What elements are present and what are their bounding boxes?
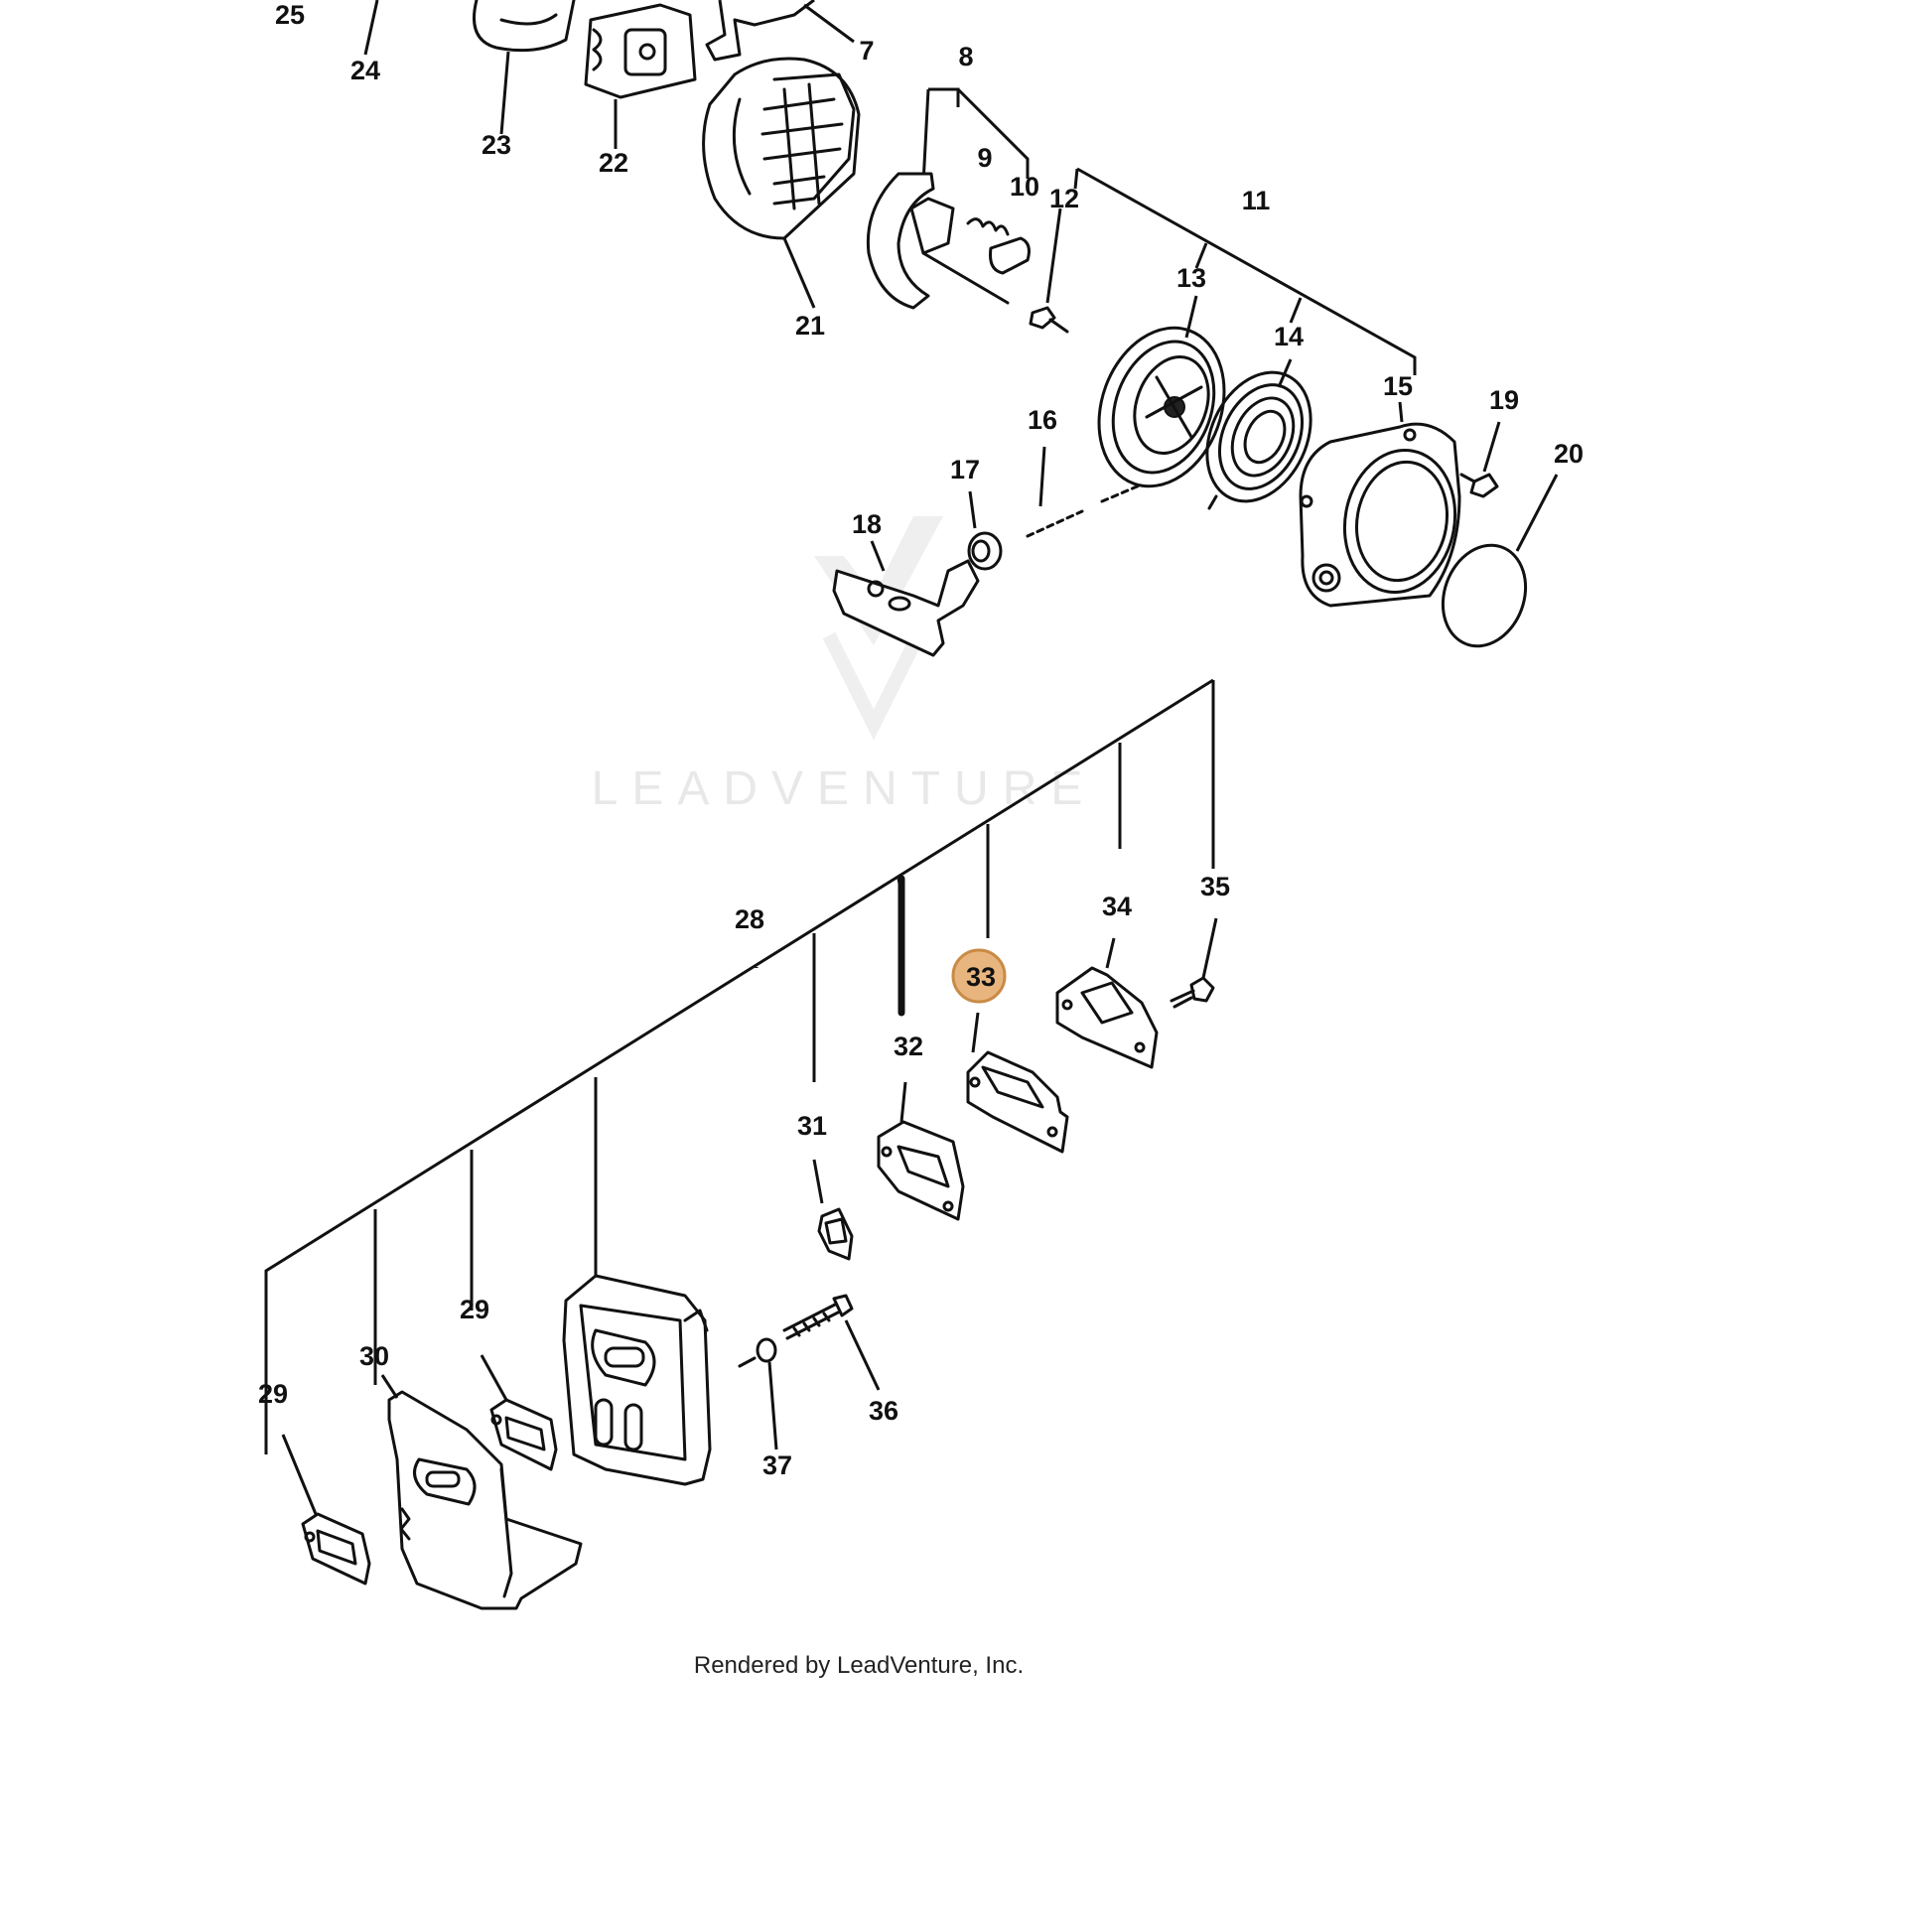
part-19-bolt[interactable] (1459, 473, 1499, 498)
label-32[interactable]: 32 (894, 1032, 923, 1061)
part-30-heat-shield[interactable] (387, 1390, 583, 1610)
label-9[interactable]: 9 (977, 143, 992, 173)
label-34[interactable]: 34 (1102, 892, 1132, 921)
part-29-upper-gasket[interactable] (489, 1398, 558, 1471)
label-15[interactable]: 15 (1383, 371, 1413, 401)
label-18[interactable]: 18 (852, 509, 882, 539)
part-32-gasket[interactable] (877, 1120, 965, 1221)
label-31[interactable]: 31 (797, 1111, 827, 1141)
label-14[interactable]: 14 (1274, 322, 1304, 351)
label-10[interactable]: 10 (1010, 172, 1039, 202)
bracket-11-drops (1194, 242, 1303, 324)
leader-7 (803, 3, 855, 44)
label-19[interactable]: 19 (1489, 385, 1519, 415)
leader-14 (1277, 358, 1293, 388)
part-16-starter-rope[interactable] (1026, 483, 1144, 538)
part-33-plate[interactable] (966, 1050, 1069, 1154)
bracket-8 (921, 87, 1030, 185)
leader-29-lower (281, 1434, 318, 1515)
label-20[interactable]: 20 (1554, 439, 1584, 469)
label-33[interactable]: 33 (966, 962, 996, 992)
part-29-lower-gasket[interactable] (301, 1512, 371, 1586)
leader-12 (1045, 207, 1062, 304)
part-13-rope-pulley[interactable] (1078, 310, 1246, 503)
label-37[interactable]: 37 (762, 1450, 792, 1480)
label-8[interactable]: 8 (958, 42, 973, 71)
label-11[interactable]: 11 (1242, 186, 1271, 215)
leader-21 (782, 237, 816, 309)
leader-16 (1038, 446, 1046, 507)
label-7[interactable]: 7 (859, 36, 874, 66)
label-13[interactable]: 13 (1176, 263, 1206, 293)
part-22-module[interactable] (584, 3, 697, 99)
part-21-flywheel[interactable] (702, 57, 861, 240)
part-15-starter-housing[interactable] (1299, 422, 1466, 608)
leader-32 (899, 1081, 907, 1123)
label-25[interactable]: 25 (275, 0, 305, 30)
leader-35 (1201, 917, 1218, 979)
label-22[interactable]: 22 (599, 148, 628, 178)
leader-18 (870, 540, 886, 572)
leader-24 (363, 0, 379, 56)
label-16[interactable]: 16 (1028, 405, 1057, 435)
leadventure-watermark: LEADVENTURE (592, 516, 1097, 815)
leader-31 (812, 1159, 824, 1204)
part-18-starter-handle[interactable] (832, 559, 980, 657)
label-21[interactable]: 21 (795, 311, 825, 341)
part-muffler-body[interactable] (562, 1274, 712, 1486)
part-number-labels: 25 24 23 22 7 8 9 10 12 11 13 14 15 19 2… (258, 0, 1584, 1480)
leader-13 (1184, 295, 1198, 339)
label-28[interactable]: 28 (735, 904, 764, 934)
part-23-drum[interactable] (473, 0, 576, 53)
label-30[interactable]: 30 (359, 1341, 389, 1371)
part-36-long-bolt[interactable] (782, 1294, 854, 1340)
label-23[interactable]: 23 (482, 130, 511, 160)
part-7-fragment[interactable] (705, 0, 815, 62)
leader-30 (380, 1374, 399, 1399)
label-35[interactable]: 35 (1200, 872, 1230, 901)
part-12-bolt[interactable] (1029, 306, 1069, 334)
watermark-logo-icon (814, 516, 943, 645)
footer-credit: Rendered by LeadVenture, Inc. (694, 1652, 1024, 1679)
leader-15 (1398, 401, 1404, 423)
leader-19 (1482, 421, 1501, 473)
leader-36 (844, 1319, 881, 1391)
part-34-gasket[interactable] (1055, 966, 1159, 1069)
leader-33 (971, 1012, 980, 1053)
leader-23 (499, 51, 510, 135)
leader-29-upper (480, 1354, 508, 1401)
part-37-washer[interactable] (738, 1337, 777, 1368)
part-17-rope-grommet[interactable] (967, 531, 1003, 571)
part-10-clutch-pin[interactable] (989, 236, 1031, 275)
label-17[interactable]: 17 (950, 455, 980, 484)
part-35-bolt[interactable] (1170, 976, 1215, 1009)
part-8-clutch-shoe[interactable] (866, 172, 1010, 310)
leader-37 (767, 1361, 778, 1450)
part-20-cover-ring[interactable] (1430, 533, 1540, 657)
part-14-recoil-spring[interactable] (1187, 355, 1330, 518)
leader-17 (968, 490, 977, 529)
watermark-text: LEADVENTURE (592, 762, 1097, 815)
leader-34 (1105, 937, 1116, 969)
part-9-clutch-spring[interactable] (966, 217, 1010, 236)
label-29-lower[interactable]: 29 (258, 1379, 288, 1409)
bracket-11 (1073, 167, 1417, 375)
label-29-upper[interactable]: 29 (460, 1295, 489, 1324)
label-36[interactable]: 36 (869, 1396, 898, 1426)
watermark-chevron-icon (822, 631, 925, 741)
highlight-marker-33[interactable] (951, 948, 1007, 1004)
label-24[interactable]: 24 (350, 56, 380, 85)
label-12[interactable]: 12 (1049, 184, 1079, 213)
part-31-cap[interactable] (817, 1207, 854, 1261)
leader-20 (1515, 474, 1559, 552)
